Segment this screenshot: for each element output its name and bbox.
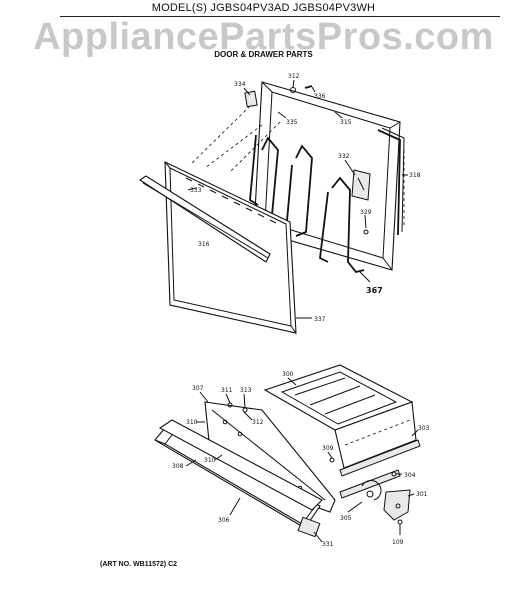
- callout-306: 306: [218, 517, 230, 524]
- door-bracket: [351, 169, 371, 201]
- callout-315: 315: [340, 119, 352, 126]
- art-number: (ART NO. WB11572) C2: [100, 561, 178, 568]
- callout-331: 331: [322, 541, 334, 548]
- callout-109: 109: [392, 539, 404, 546]
- drawer-roller: [361, 479, 382, 501]
- section-title: DOOR & DRAWER PARTS: [214, 50, 313, 59]
- outer-door-panel: [164, 161, 297, 334]
- header-rule: [60, 16, 500, 17]
- callout-313: 313: [240, 387, 252, 394]
- callout-316: 316: [198, 241, 210, 248]
- callout-312: 312: [288, 73, 300, 80]
- callout-367: 367: [366, 286, 383, 295]
- callout-308: 308: [172, 463, 184, 470]
- callout-336: 336: [314, 93, 326, 100]
- callout-304: 304: [404, 472, 416, 479]
- callout-329: 329: [360, 209, 372, 216]
- callout-303: 303: [418, 425, 430, 432]
- callout-labels: 334 312 336 335 315 318 332 333 316 329 …: [172, 73, 430, 548]
- callout-309: 309: [322, 445, 334, 452]
- callout-337: 337: [314, 316, 326, 323]
- callout-332: 332: [338, 153, 350, 160]
- drawer-box: [263, 364, 417, 469]
- drawer-rails: [339, 439, 421, 499]
- callout-312-drawer: 312: [252, 419, 264, 426]
- callout-311: 311: [221, 387, 233, 394]
- roller-bracket: [383, 489, 411, 521]
- model-line: MODEL(S) JGBS04PV3AD JGBS04PV3WH: [151, 2, 376, 14]
- callout-318: 318: [409, 172, 421, 179]
- drawer-trim-strip: [158, 419, 323, 511]
- callout-333: 333: [190, 187, 202, 194]
- callout-307: 307: [192, 385, 204, 392]
- callout-300: 300: [282, 371, 294, 378]
- door-handle: [139, 175, 271, 263]
- clip-part: [244, 90, 258, 108]
- callout-335: 335: [286, 119, 298, 126]
- callout-334: 334: [234, 81, 246, 88]
- callout-301: 301: [416, 491, 428, 498]
- callout-305: 305: [340, 515, 352, 522]
- screw-parts: [290, 85, 369, 235]
- drawer-clip: [297, 516, 321, 538]
- callout-310-lower: 310: [204, 457, 216, 464]
- door-gasket-strip: [377, 127, 405, 236]
- leader-lines: [185, 79, 419, 543]
- callout-310: 310: [186, 419, 198, 426]
- watermark: AppliancePartsPros.com: [33, 16, 494, 58]
